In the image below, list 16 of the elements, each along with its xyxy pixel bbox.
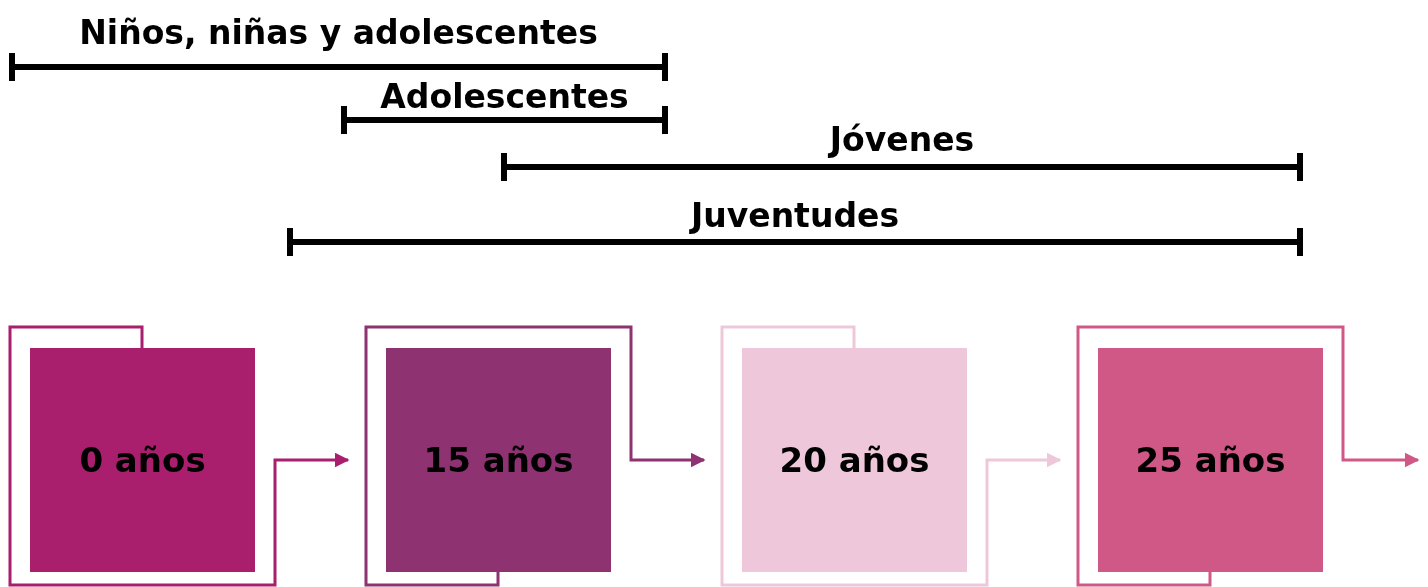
range-label: Adolescentes — [380, 80, 629, 113]
age-box — [1098, 348, 1323, 572]
age-box — [742, 348, 967, 572]
age-label: 20 años — [779, 440, 930, 480]
age-label: 15 años — [423, 440, 574, 480]
age-label: 0 años — [79, 440, 206, 480]
connector-arrow — [720, 325, 1062, 587]
age-box — [386, 348, 611, 572]
age-box — [30, 348, 255, 572]
connector-arrow — [8, 325, 350, 587]
connector-arrow — [364, 325, 706, 587]
age-label: 25 años — [1135, 440, 1286, 480]
range-label: Jóvenes — [829, 123, 975, 156]
range-label: Niños, niñas y adolescentes — [79, 16, 598, 49]
connector-arrow — [1076, 325, 1420, 587]
range-label: Juventudes — [690, 199, 900, 232]
